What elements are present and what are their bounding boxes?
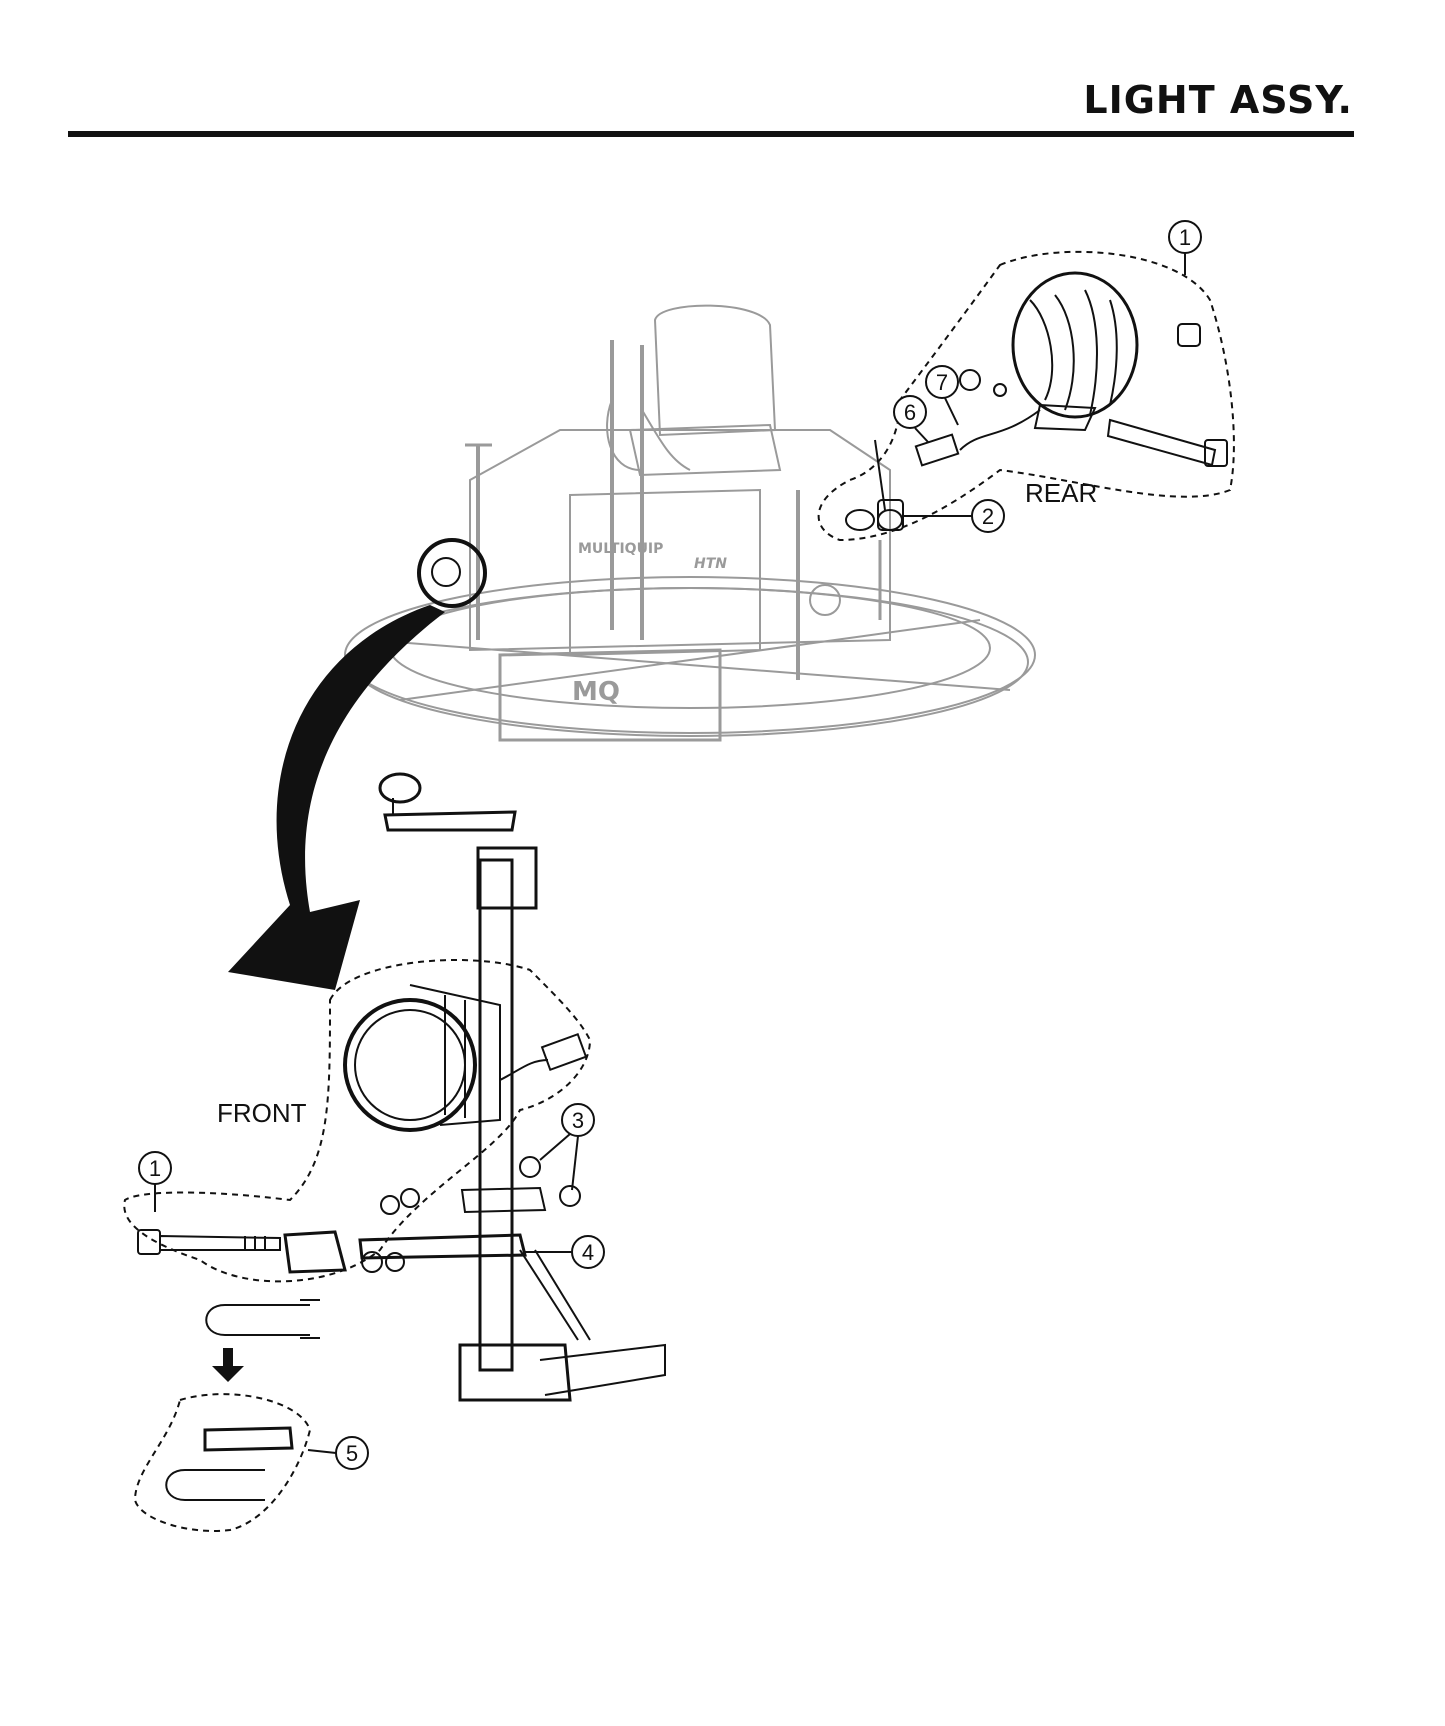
front-light-detail <box>123 772 666 1402</box>
machine-brand-label: MULTIQUIP <box>578 541 663 557</box>
svg-text:7: 7 <box>936 370 948 395</box>
machine-logo-label: MQ <box>572 677 620 707</box>
svg-text:5: 5 <box>346 1441 358 1466</box>
title-rule <box>68 131 1354 137</box>
rear-view-label: REAR <box>1025 478 1097 508</box>
down-arrow <box>212 1348 244 1382</box>
front-light-highlight-circle <box>417 538 487 608</box>
callout-rear-mount: 2 <box>903 499 1005 533</box>
u-bolt-clamp-kit <box>133 1393 312 1532</box>
svg-text:4: 4 <box>582 1240 594 1265</box>
trowel-machine-illustration <box>344 304 1036 742</box>
callout-front-light: 1 <box>138 1151 172 1212</box>
callout-wire-clip: 7 <box>925 365 959 426</box>
front-view-label: FRONT <box>217 1098 307 1128</box>
front-kit-boundary <box>123 959 592 1283</box>
callout-wire-connector: 6 <box>893 395 929 443</box>
svg-text:2: 2 <box>982 504 994 529</box>
svg-text:1: 1 <box>149 1156 161 1181</box>
rear-mount-parts <box>845 439 904 531</box>
machine-model-label: HTN <box>694 556 727 572</box>
front-light-small-icon <box>431 557 461 587</box>
callout-rear-light: 1 <box>1168 220 1202 275</box>
svg-text:6: 6 <box>904 400 916 425</box>
callout-nuts: 3 <box>539 1103 595 1191</box>
svg-text:1: 1 <box>1179 225 1191 250</box>
callout-bracket: 4 <box>525 1235 605 1269</box>
callout-u-bolt-clamp: 5 <box>307 1436 369 1470</box>
detail-arrow <box>228 605 445 990</box>
svg-text:3: 3 <box>572 1108 584 1133</box>
page-title: LIGHT ASSY. <box>1083 78 1353 122</box>
